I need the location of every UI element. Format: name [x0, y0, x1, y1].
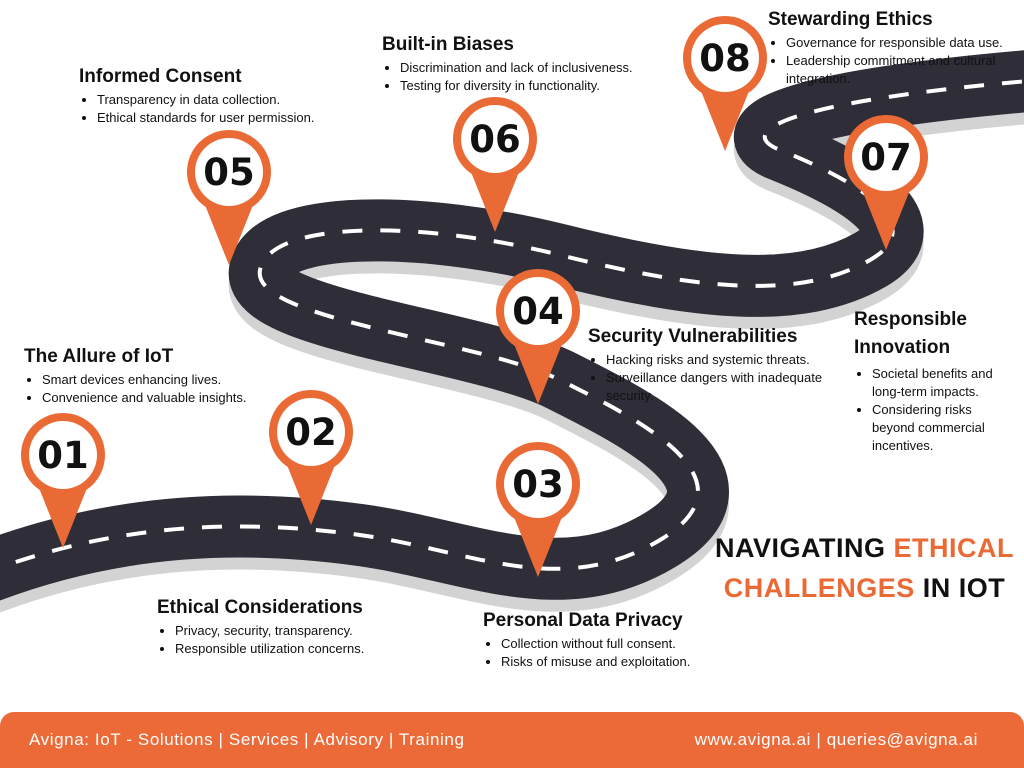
- step-08-bullet: Governance for responsible data use.: [786, 34, 1020, 52]
- footer-contact[interactable]: www.avigna.ai | queries@avigna.ai: [694, 730, 978, 749]
- step-07: Responsible Innovation Societal benefits…: [854, 306, 1014, 455]
- main-title-line2: CHALLENGES IN IOT: [705, 568, 1024, 608]
- step-07-title: Responsible Innovation: [854, 306, 1014, 362]
- pin-02: 02: [269, 390, 353, 525]
- step-02-title: Ethical Considerations: [157, 597, 363, 618]
- step-05: Informed Consent Transparency in data co…: [79, 65, 359, 127]
- pin-07: 07: [844, 115, 928, 250]
- road-lane-markings: [0, 79, 1024, 571]
- pin-03-number: 03: [512, 463, 564, 506]
- step-08-title: Stewarding Ethics: [768, 9, 933, 30]
- pin-01-number: 01: [37, 434, 89, 477]
- step-08-bullet: Leadership commitment and cultural integ…: [786, 52, 1020, 88]
- step-04-bullet: Hacking risks and systemic threats.: [606, 351, 838, 369]
- footer-bar: Avigna: IoT - Solutions | Services | Adv…: [0, 712, 1024, 768]
- step-07-bullet: Considering risks beyond commercial ince…: [872, 401, 1014, 455]
- pin-02-number: 02: [285, 411, 337, 454]
- step-02-bullet: Responsible utilization concerns.: [175, 640, 417, 658]
- main-title: NAVIGATING ETHICAL CHALLENGES IN IOT: [705, 528, 1024, 608]
- step-03-bullet: Collection without full consent.: [501, 635, 733, 653]
- main-title-accent: ETHICAL: [893, 533, 1014, 563]
- pin-04-number: 04: [512, 290, 564, 333]
- main-title-line1: NAVIGATING ETHICAL: [705, 528, 1024, 568]
- pin-06: 06: [453, 97, 537, 232]
- step-07-title-line1: Responsible: [854, 309, 967, 330]
- step-06-bullet: Discrimination and lack of inclusiveness…: [400, 59, 672, 77]
- step-03: Personal Data Privacy Collection without…: [483, 609, 733, 671]
- step-05-title: Informed Consent: [79, 66, 242, 87]
- pin-08: 08: [683, 16, 767, 151]
- step-04-bullet: Surveillance dangers with inadequate sec…: [606, 369, 838, 405]
- pin-06-number: 06: [469, 118, 521, 161]
- road-graphic: 01 02 03 04 05 06 07 08: [0, 16, 1024, 613]
- step-03-title: Personal Data Privacy: [483, 610, 683, 631]
- step-05-bullet: Ethical standards for user permission.: [97, 109, 359, 127]
- pin-03: 03: [496, 442, 580, 577]
- main-title-text: IN IOT: [914, 573, 1006, 603]
- pin-05-number: 05: [203, 151, 255, 194]
- main-title-accent: CHALLENGES: [723, 573, 915, 603]
- pin-07-number: 07: [860, 136, 912, 179]
- step-07-bullet: Societal benefits and long-term impacts.: [872, 365, 1014, 401]
- footer-services: Avigna: IoT - Solutions | Services | Adv…: [29, 730, 465, 749]
- step-03-bullet: Risks of misuse and exploitation.: [501, 653, 733, 671]
- step-02-bullet: Privacy, security, transparency.: [175, 622, 417, 640]
- pin-04: 04: [496, 269, 580, 404]
- step-04: Security Vulnerabilities Hacking risks a…: [588, 325, 838, 405]
- step-08: Stewarding Ethics Governance for respons…: [768, 8, 1020, 88]
- step-06: Built-in Biases Discrimination and lack …: [382, 33, 672, 95]
- step-06-bullet: Testing for diversity in functionality.: [400, 77, 672, 95]
- step-02: Ethical Considerations Privacy, security…: [157, 596, 417, 658]
- step-07-title-line2: Innovation: [854, 337, 951, 358]
- step-05-bullet: Transparency in data collection.: [97, 91, 359, 109]
- step-01-bullet: Smart devices enhancing lives.: [42, 371, 294, 389]
- step-01-title: The Allure of IoT: [24, 346, 174, 367]
- main-title-text: NAVIGATING: [715, 533, 894, 563]
- pin-01: 01: [21, 413, 105, 548]
- pin-05: 05: [187, 130, 271, 265]
- step-01-bullet: Convenience and valuable insights.: [42, 389, 294, 407]
- step-04-title: Security Vulnerabilities: [588, 326, 798, 347]
- step-06-title: Built-in Biases: [382, 34, 514, 55]
- step-01: The Allure of IoT Smart devices enhancin…: [24, 345, 294, 407]
- pin-08-number: 08: [699, 37, 751, 80]
